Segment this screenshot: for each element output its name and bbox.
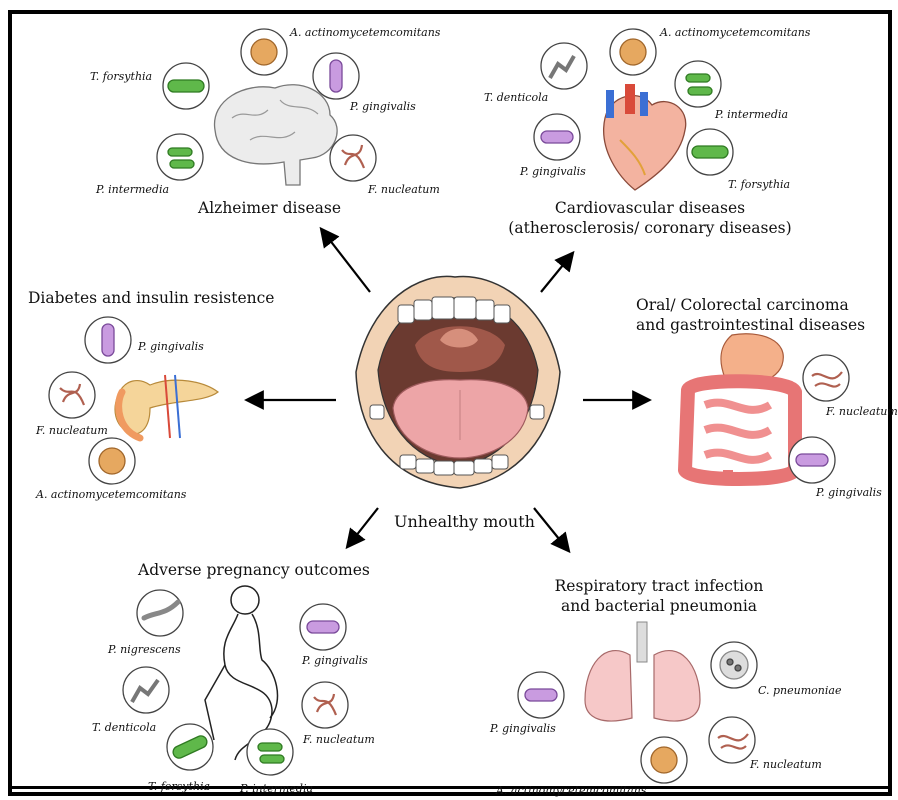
- arrow-to-cardio: [541, 254, 572, 292]
- cardio-bact-tf-label: T. forsythia: [728, 178, 790, 191]
- diabetes-title: Diabetes and insulin resistence: [28, 288, 274, 308]
- arrow-to-alzheimer: [322, 230, 370, 292]
- resp-cp-badge: [711, 642, 757, 688]
- cardio-bact-pi-label: P. intermedia: [715, 108, 788, 121]
- cardio-bact-aa-label: A. actinomycetemcomitans: [660, 26, 810, 39]
- resp-bact-fn-label: F. nucleatum: [750, 758, 822, 771]
- resp-fn-badge: [709, 717, 755, 763]
- alzheimer-title: Alzheimer disease: [198, 198, 341, 218]
- preg-fn-badge: [302, 682, 348, 728]
- alz-tf-badge: [163, 63, 209, 109]
- lungs-illustration: [585, 622, 700, 721]
- preg-bact-pg-label: P. gingivalis: [302, 654, 368, 667]
- resp-bact-cp-label: C. pneumoniae: [758, 684, 841, 697]
- crc-fn-badge: [803, 355, 849, 401]
- alz-pi-badge: [157, 134, 203, 180]
- diab-fn-badge: [49, 372, 95, 418]
- diab-bact-pg-label: P. gingivalis: [138, 340, 204, 353]
- alz-bact-pi-label: P. intermedia: [96, 183, 169, 196]
- preg-tf-badge: [167, 724, 213, 770]
- resp-aa-badge: [641, 737, 687, 783]
- preg-pi-badge: [247, 729, 293, 775]
- alz-fn-badge: [330, 135, 376, 181]
- alz-pg-badge: [313, 53, 359, 99]
- cardio-aa-badge: [610, 29, 656, 75]
- oral-crc-title-line2: and gastrointestinal diseases: [636, 315, 846, 335]
- diab-bact-aa-label: A. actinomycetemcomitans: [36, 488, 186, 501]
- preg-bact-tf-label: T. forsythia: [148, 780, 210, 793]
- preg-bact-pn-label: P. nigrescens: [108, 643, 181, 656]
- alz-bact-fn-label: F. nucleatum: [368, 183, 440, 196]
- resp-pg-badge: [518, 672, 564, 718]
- alz-aa-badge: [241, 29, 287, 75]
- alz-bact-aa-label: A. actinomycetemcomitans: [290, 26, 440, 39]
- brain-illustration: [215, 85, 338, 185]
- center-label: Unhealthy mouth: [394, 512, 535, 531]
- diab-pg-badge: [85, 317, 131, 363]
- pregnancy-title: Adverse pregnancy outcomes: [138, 560, 370, 580]
- digestive-tract-illustration: [685, 334, 795, 485]
- preg-pn-badge: [137, 590, 183, 636]
- diab-aa-badge: [89, 438, 135, 484]
- preg-pg-badge: [300, 604, 346, 650]
- diab-bact-fn-label: F. nucleatum: [36, 424, 108, 437]
- preg-bact-fn-label: F. nucleatum: [303, 733, 375, 746]
- cardio-title-line2: (atherosclerosis/ coronary diseases): [500, 218, 800, 238]
- preg-bact-pi-label: P. intermedia: [240, 782, 313, 795]
- crc-pg-badge: [789, 437, 835, 483]
- mouth-illustration: [356, 276, 560, 488]
- preg-td-badge: [123, 667, 169, 713]
- arrow-to-respiratory: [534, 508, 568, 550]
- cardio-pg-badge: [534, 114, 580, 160]
- resp-bact-pg-label: P. gingivalis: [490, 722, 556, 735]
- pancreas-illustration: [115, 375, 218, 438]
- crc-bact-fn-label: F. nucleatum: [826, 405, 898, 418]
- resp-bact-aa-label: A. actinomycetemcomitans: [496, 784, 646, 797]
- resp-title-line2: and bacterial pneumonia: [554, 596, 764, 616]
- cardio-pi-badge: [675, 61, 721, 107]
- cardio-bact-td-label: T. denticola: [484, 91, 548, 104]
- cardio-td-badge: [541, 43, 587, 89]
- resp-title-line1: Respiratory tract infection: [544, 576, 774, 596]
- cardio-bact-pg-label: P. gingivalis: [520, 165, 586, 178]
- heart-illustration: [604, 84, 686, 190]
- arrow-to-pregnancy: [348, 508, 378, 546]
- crc-bact-pg-label: P. gingivalis: [816, 486, 882, 499]
- alz-bact-pg-label: P. gingivalis: [350, 100, 416, 113]
- alz-bact-tf-label: T. forsythia: [90, 70, 152, 83]
- preg-bact-td-label: T. denticola: [92, 721, 156, 734]
- oral-crc-title-line1: Oral/ Colorectal carcinoma: [636, 295, 836, 315]
- cardio-title-line1: Cardiovascular diseases: [548, 198, 752, 218]
- cardio-tf-badge: [687, 129, 733, 175]
